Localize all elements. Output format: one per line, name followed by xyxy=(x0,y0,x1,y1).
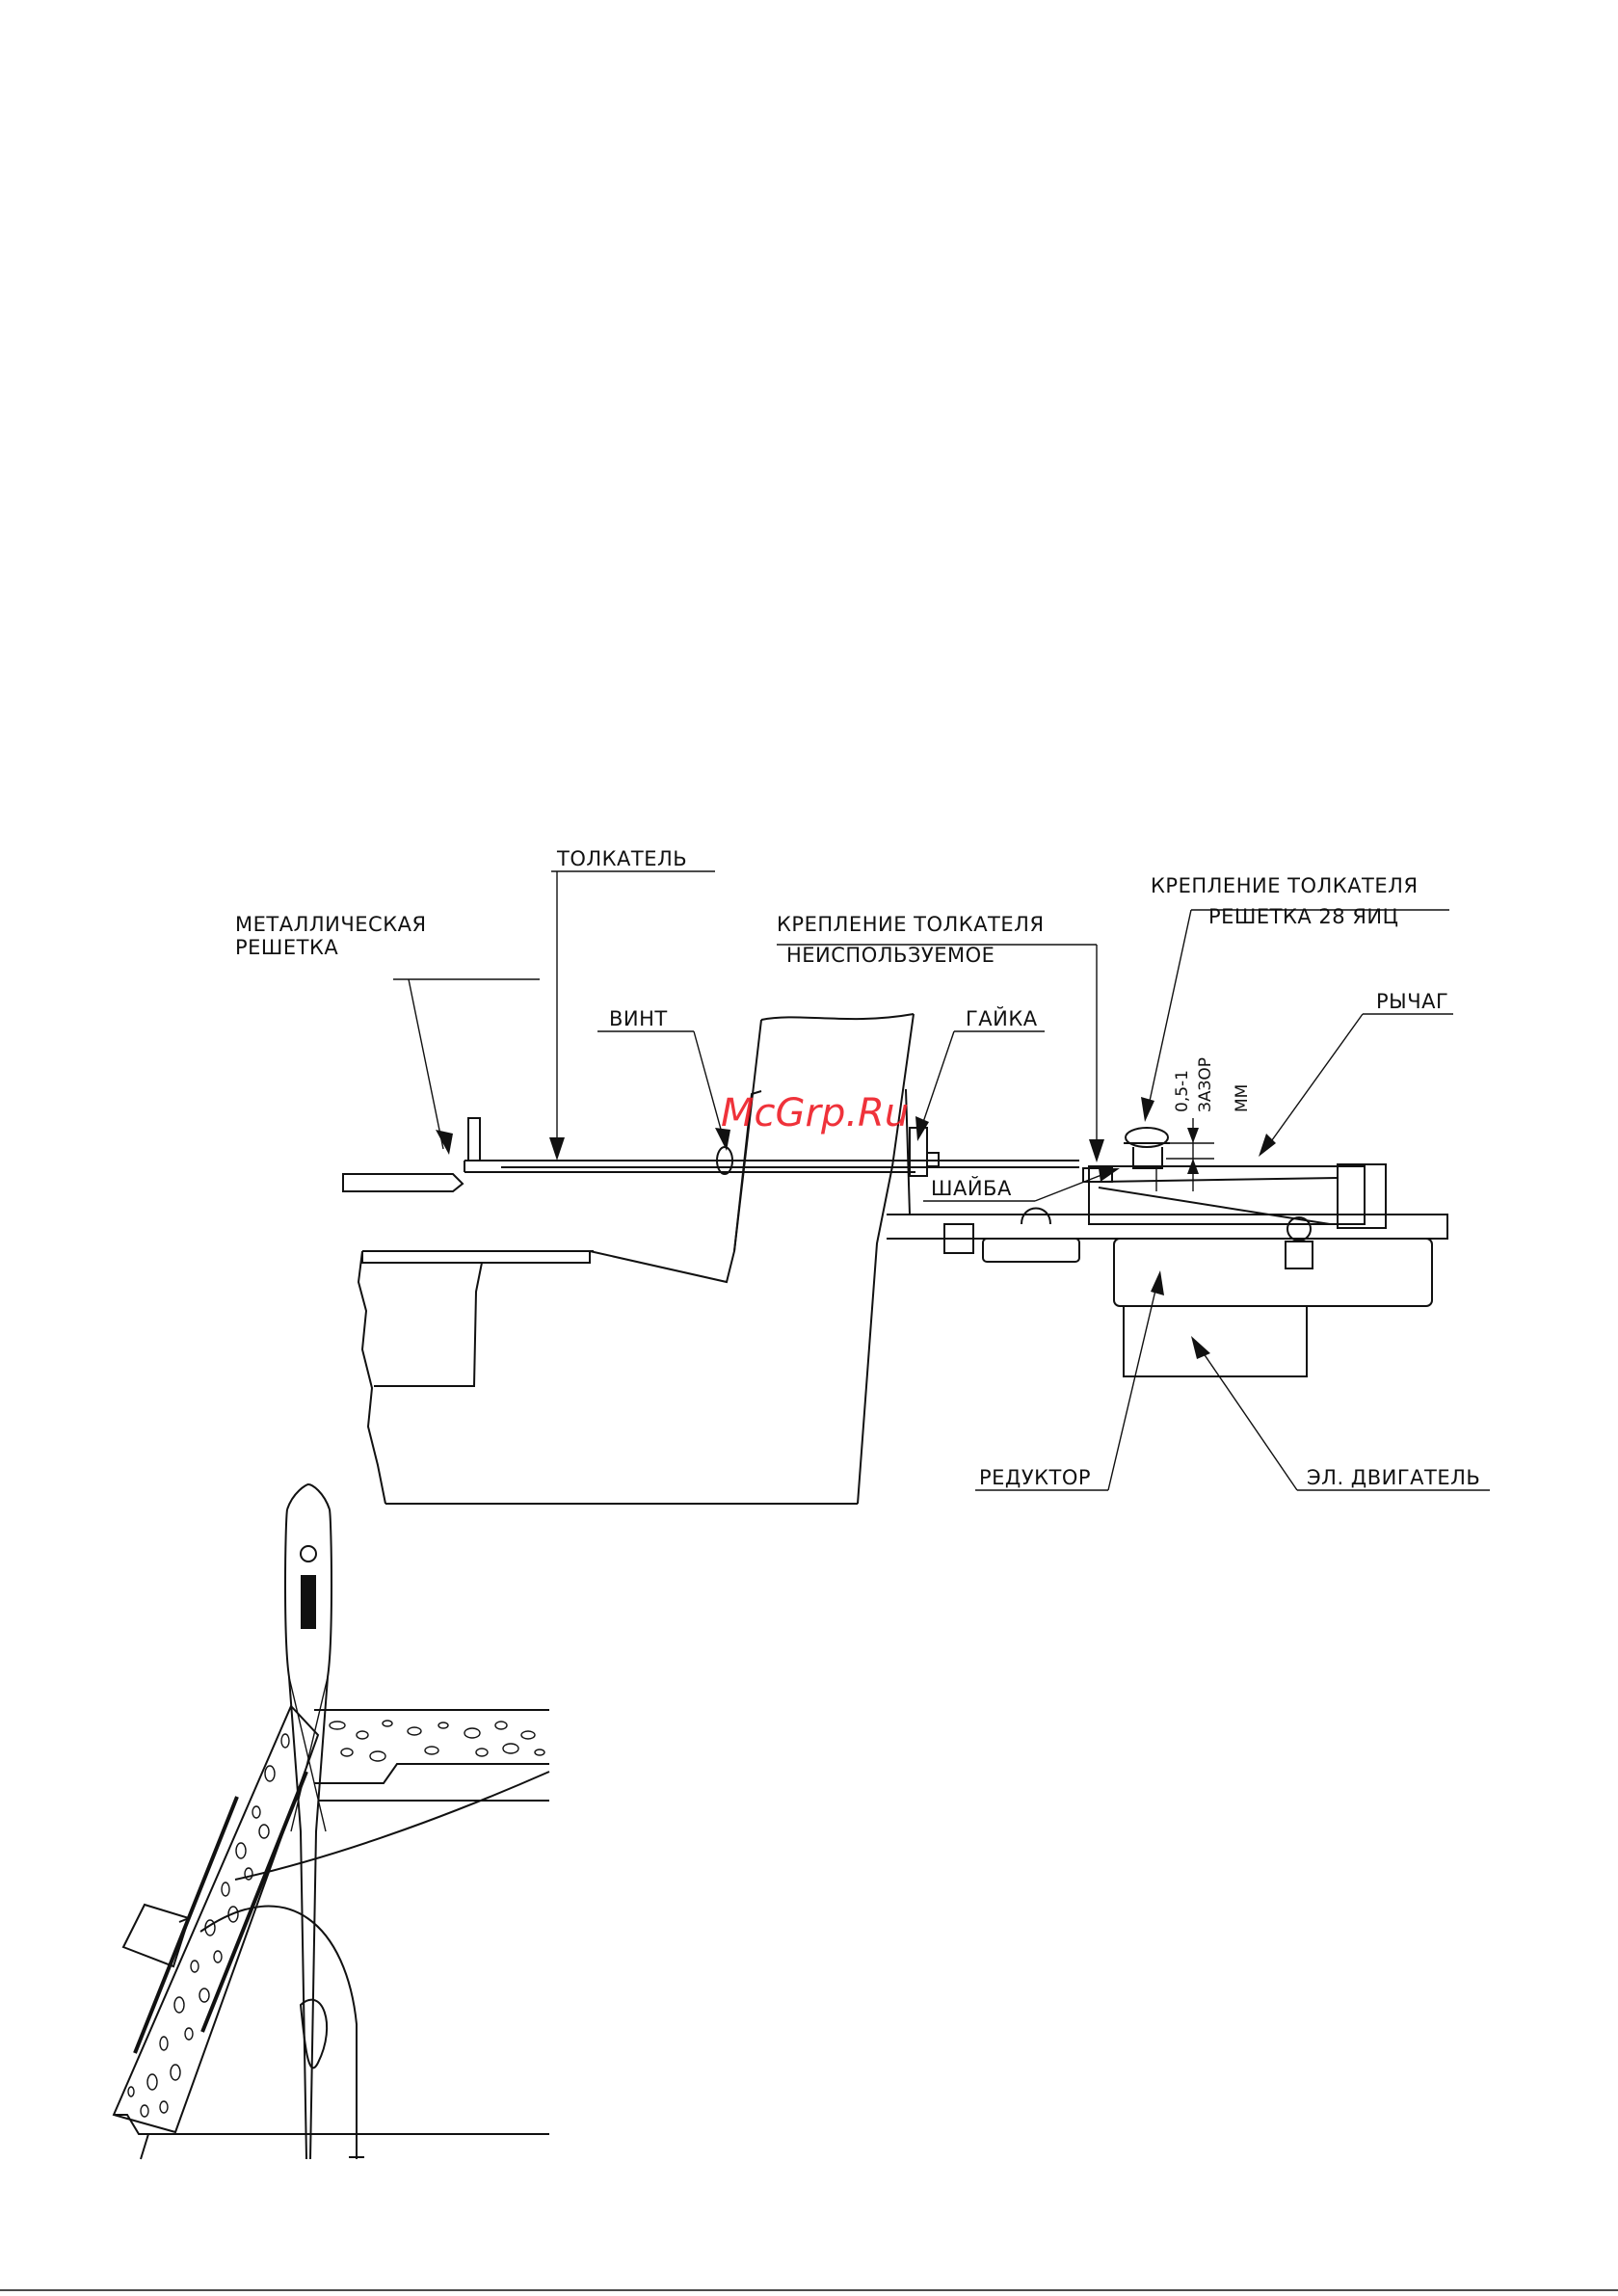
washer-label: ШАЙБА xyxy=(931,1176,1012,1200)
reducer-label: РЕДУКТОР xyxy=(979,1466,1091,1489)
gap-value-label: 0,5-1 xyxy=(1173,1070,1192,1112)
nut-label: ГАЙКА xyxy=(966,1006,1038,1030)
pusher-mount-unused-label-line1: КРЕПЛЕНИЕ ТОЛКАТЕЛЯ xyxy=(777,913,1045,936)
pusher-mount-28-label-line1: КРЕПЛЕНИЕ ТОЛКАТЕЛЯ xyxy=(1151,874,1419,897)
pusher-mount-unused-label-line2: НЕИСПОЛЬЗУЕМОЕ xyxy=(786,944,995,967)
lever-label: РЫЧАГ xyxy=(1376,990,1448,1013)
pusher-label: ТОЛКАТЕЛЬ xyxy=(556,847,687,870)
tray-tilt-drawing xyxy=(114,1484,549,2159)
screw-label: ВИНТ xyxy=(609,1007,668,1030)
gap-word-label: ЗАЗОР xyxy=(1196,1057,1215,1112)
pusher-mount-28-label-line2: РЕШЕТКА 28 ЯИЦ xyxy=(1208,905,1398,928)
metal-grid-label-line1: МЕТАЛЛИЧЕСКАЯ xyxy=(235,913,427,936)
watermark: McGrp.Ru xyxy=(721,1091,909,1135)
motor-label: ЭЛ. ДВИГАТЕЛЬ xyxy=(1307,1466,1480,1489)
metal-grid-label-line2: РЕШЕТКА xyxy=(235,936,338,959)
gap-unit-label: ММ xyxy=(1233,1084,1252,1112)
